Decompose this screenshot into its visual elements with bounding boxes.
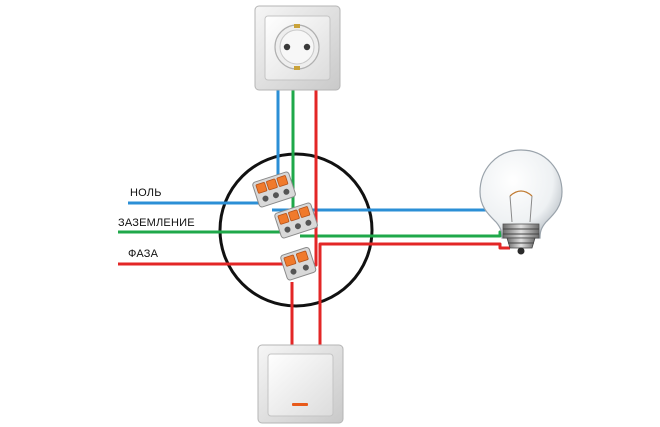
phase-label: ФАЗА xyxy=(128,248,159,260)
switch-indicator xyxy=(292,403,308,406)
switch-icon xyxy=(257,344,344,424)
wago-connector-icon xyxy=(280,247,317,281)
ground-wire-bulb xyxy=(300,230,508,238)
socket-icon xyxy=(254,5,341,91)
light-bulb-icon xyxy=(479,149,563,255)
wago-connector-icon xyxy=(274,202,318,239)
phase-wire-socket xyxy=(306,88,318,267)
wago-connector-icon xyxy=(252,171,296,208)
phase-wire-from-switch xyxy=(318,242,510,348)
neutral-label: НОЛЬ xyxy=(130,187,162,199)
ground-label: ЗАЗЕМЛЕНИЕ xyxy=(118,217,195,229)
junction-box-outline xyxy=(218,152,374,308)
